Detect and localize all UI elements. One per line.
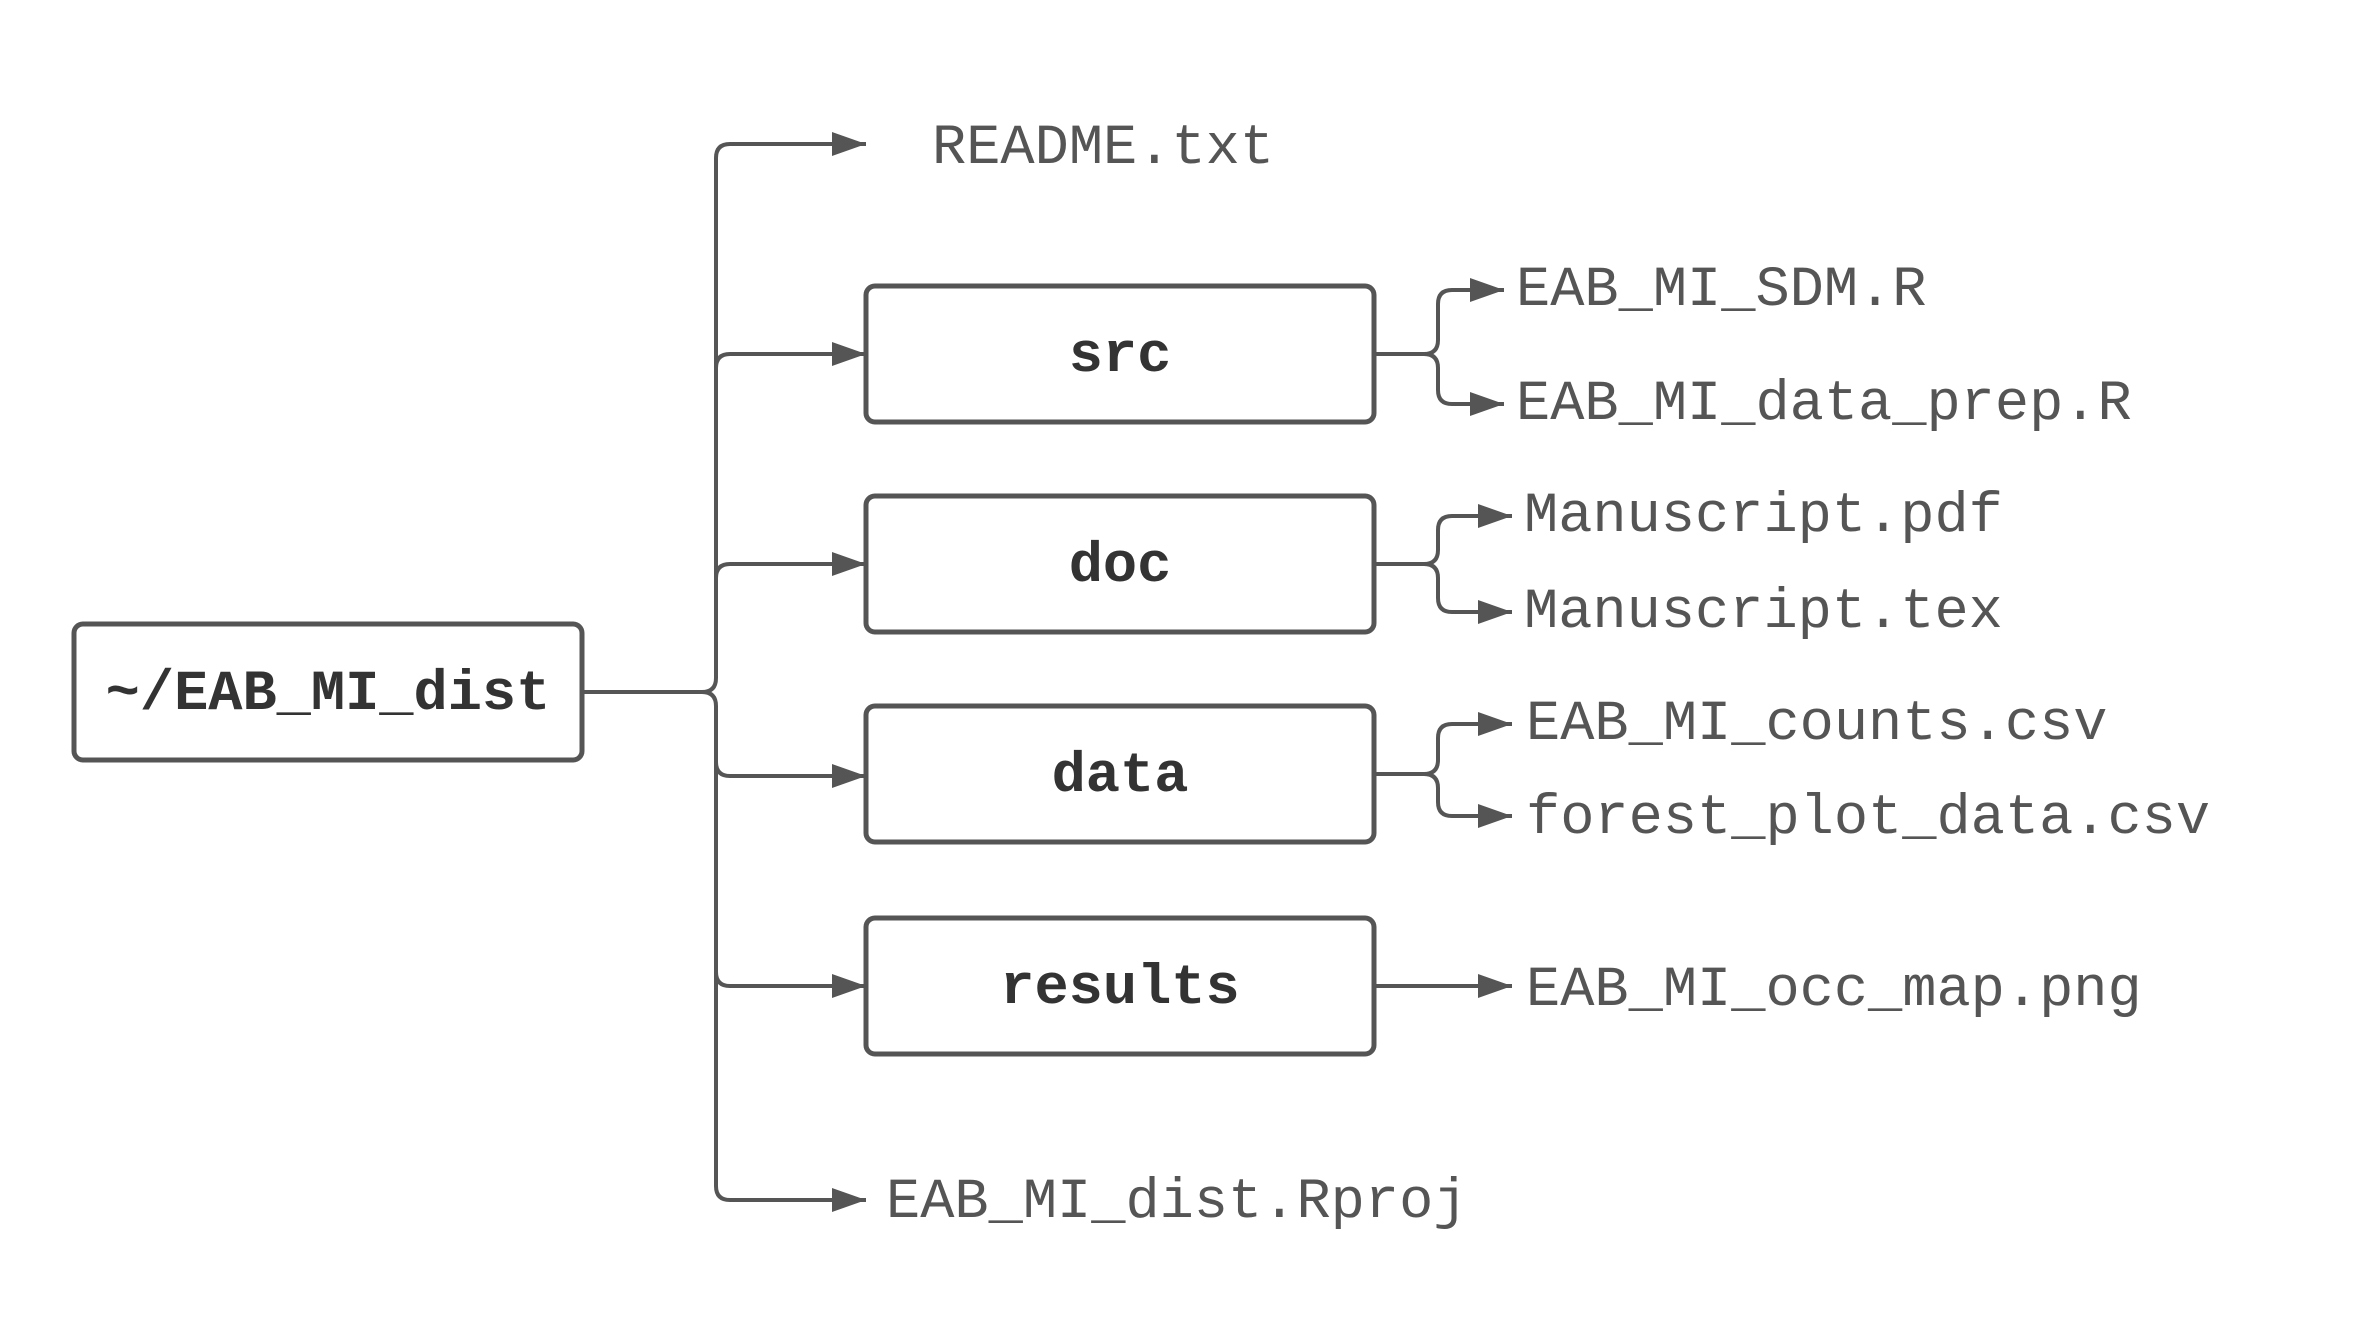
folder-label-doc: doc [1069,535,1172,599]
src-connector [1370,278,1504,356]
folder-node-data: data [863,703,1377,845]
file-src-sdm: EAB_MI_SDM.R [1516,259,1926,323]
branch-results [714,971,866,998]
folder-label-data: data [1052,745,1189,809]
trunk-lower [701,690,830,1202]
src-connector-2 [1423,352,1504,416]
root-connector [583,142,830,694]
branch-data [714,761,866,788]
data-connector-2 [1423,772,1512,828]
folder-node-results: results [863,915,1377,1057]
file-rproj: EAB_MI_dist.Rproj [886,1171,1468,1235]
folder-label-results: results [1000,957,1239,1021]
file-doc-tex: Manuscript.tex [1524,581,2003,645]
file-readme: README.txt [932,117,1274,181]
file-doc-pdf: Manuscript.pdf [1524,485,2003,549]
doc-connector-2 [1423,562,1512,624]
folder-label-src: src [1069,325,1172,389]
doc-connector [1370,504,1512,566]
connectors [583,132,1512,1212]
branch-doc [714,552,866,579]
file-src-data-prep: EAB_MI_data_prep.R [1516,373,2132,437]
data-connector [1370,712,1512,776]
root-folder-label: ~/EAB_MI_dist [106,663,551,727]
file-data-forest: forest_plot_data.csv [1526,787,2210,851]
branch-src [714,342,866,369]
folder-node-doc: doc [863,493,1377,635]
file-results-map: EAB_MI_occ_map.png [1526,959,2142,1023]
folder-node-src: src [863,283,1377,425]
root-folder-node: ~/EAB_MI_dist [71,621,585,763]
file-data-counts: EAB_MI_counts.csv [1526,693,2108,757]
